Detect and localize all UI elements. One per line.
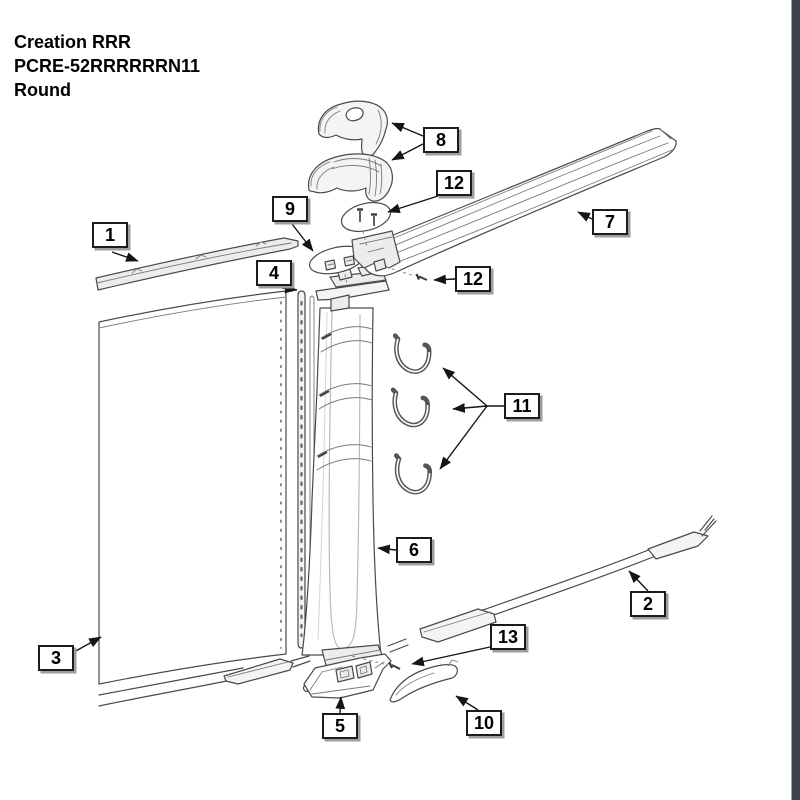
upright-post-part <box>301 264 390 670</box>
callout-number: 12 <box>462 268 484 289</box>
callout-box-1: 1 <box>92 222 128 248</box>
callout-box-5: 5 <box>322 713 358 739</box>
callout-number: 1 <box>104 224 115 245</box>
gasket-screws-part <box>340 201 392 233</box>
product-name: Creation RRR <box>14 32 132 52</box>
pool-wall-part <box>98 290 287 685</box>
title-block: Creation RRR PCRE-52RRRRRRN11 Round <box>14 30 200 102</box>
callout-number: 8 <box>435 129 446 150</box>
seat-plate-part <box>308 245 366 275</box>
alignment-dashed-lines <box>344 230 416 666</box>
callout-box-11: 11 <box>504 393 540 419</box>
callout-number: 12 <box>443 172 465 193</box>
callout-number: 11 <box>512 395 532 416</box>
callout-box-13: 13 <box>490 624 526 650</box>
model-number: PCRE-52RRRRRRN11 <box>14 56 201 76</box>
callout-box-8: 8 <box>423 127 459 153</box>
callout-number: 4 <box>268 262 279 283</box>
vertical-scrollbar[interactable] <box>791 0 800 800</box>
wall-clip-hooks-part <box>390 333 433 495</box>
top-stabilizer-rail-part <box>95 237 299 291</box>
callout-number: 3 <box>50 647 61 668</box>
callout-box-6: 6 <box>396 537 432 563</box>
callout-box-2: 2 <box>630 591 666 617</box>
callout-box-12-right: 12 <box>455 266 491 292</box>
screw-13 <box>388 662 401 670</box>
callout-box-9: 9 <box>272 196 308 222</box>
bottom-rail-right-part <box>387 515 717 653</box>
callout-box-10: 10 <box>466 710 502 736</box>
callout-box-3: 3 <box>38 645 74 671</box>
top-rail-part <box>351 127 677 277</box>
callout-number: 7 <box>604 211 615 232</box>
bottom-cover-part <box>389 659 459 703</box>
screw-12-right <box>415 273 428 281</box>
callout-number: 2 <box>642 593 653 614</box>
callout-number: 6 <box>408 539 419 560</box>
callout-number: 10 <box>473 712 495 733</box>
callout-number: 5 <box>334 715 345 736</box>
bottom-plate-part <box>303 653 392 699</box>
callout-box-12-top: 12 <box>436 170 472 196</box>
top-cap-covers-part <box>307 100 393 202</box>
callout-box-4: 4 <box>256 260 292 286</box>
pool-shape: Round <box>14 80 71 100</box>
callout-box-7: 7 <box>592 209 628 235</box>
callout-number: 13 <box>497 626 519 647</box>
callout-arrows <box>73 122 649 714</box>
bottom-rail-left-part <box>98 655 312 707</box>
callout-number: 9 <box>284 198 295 219</box>
